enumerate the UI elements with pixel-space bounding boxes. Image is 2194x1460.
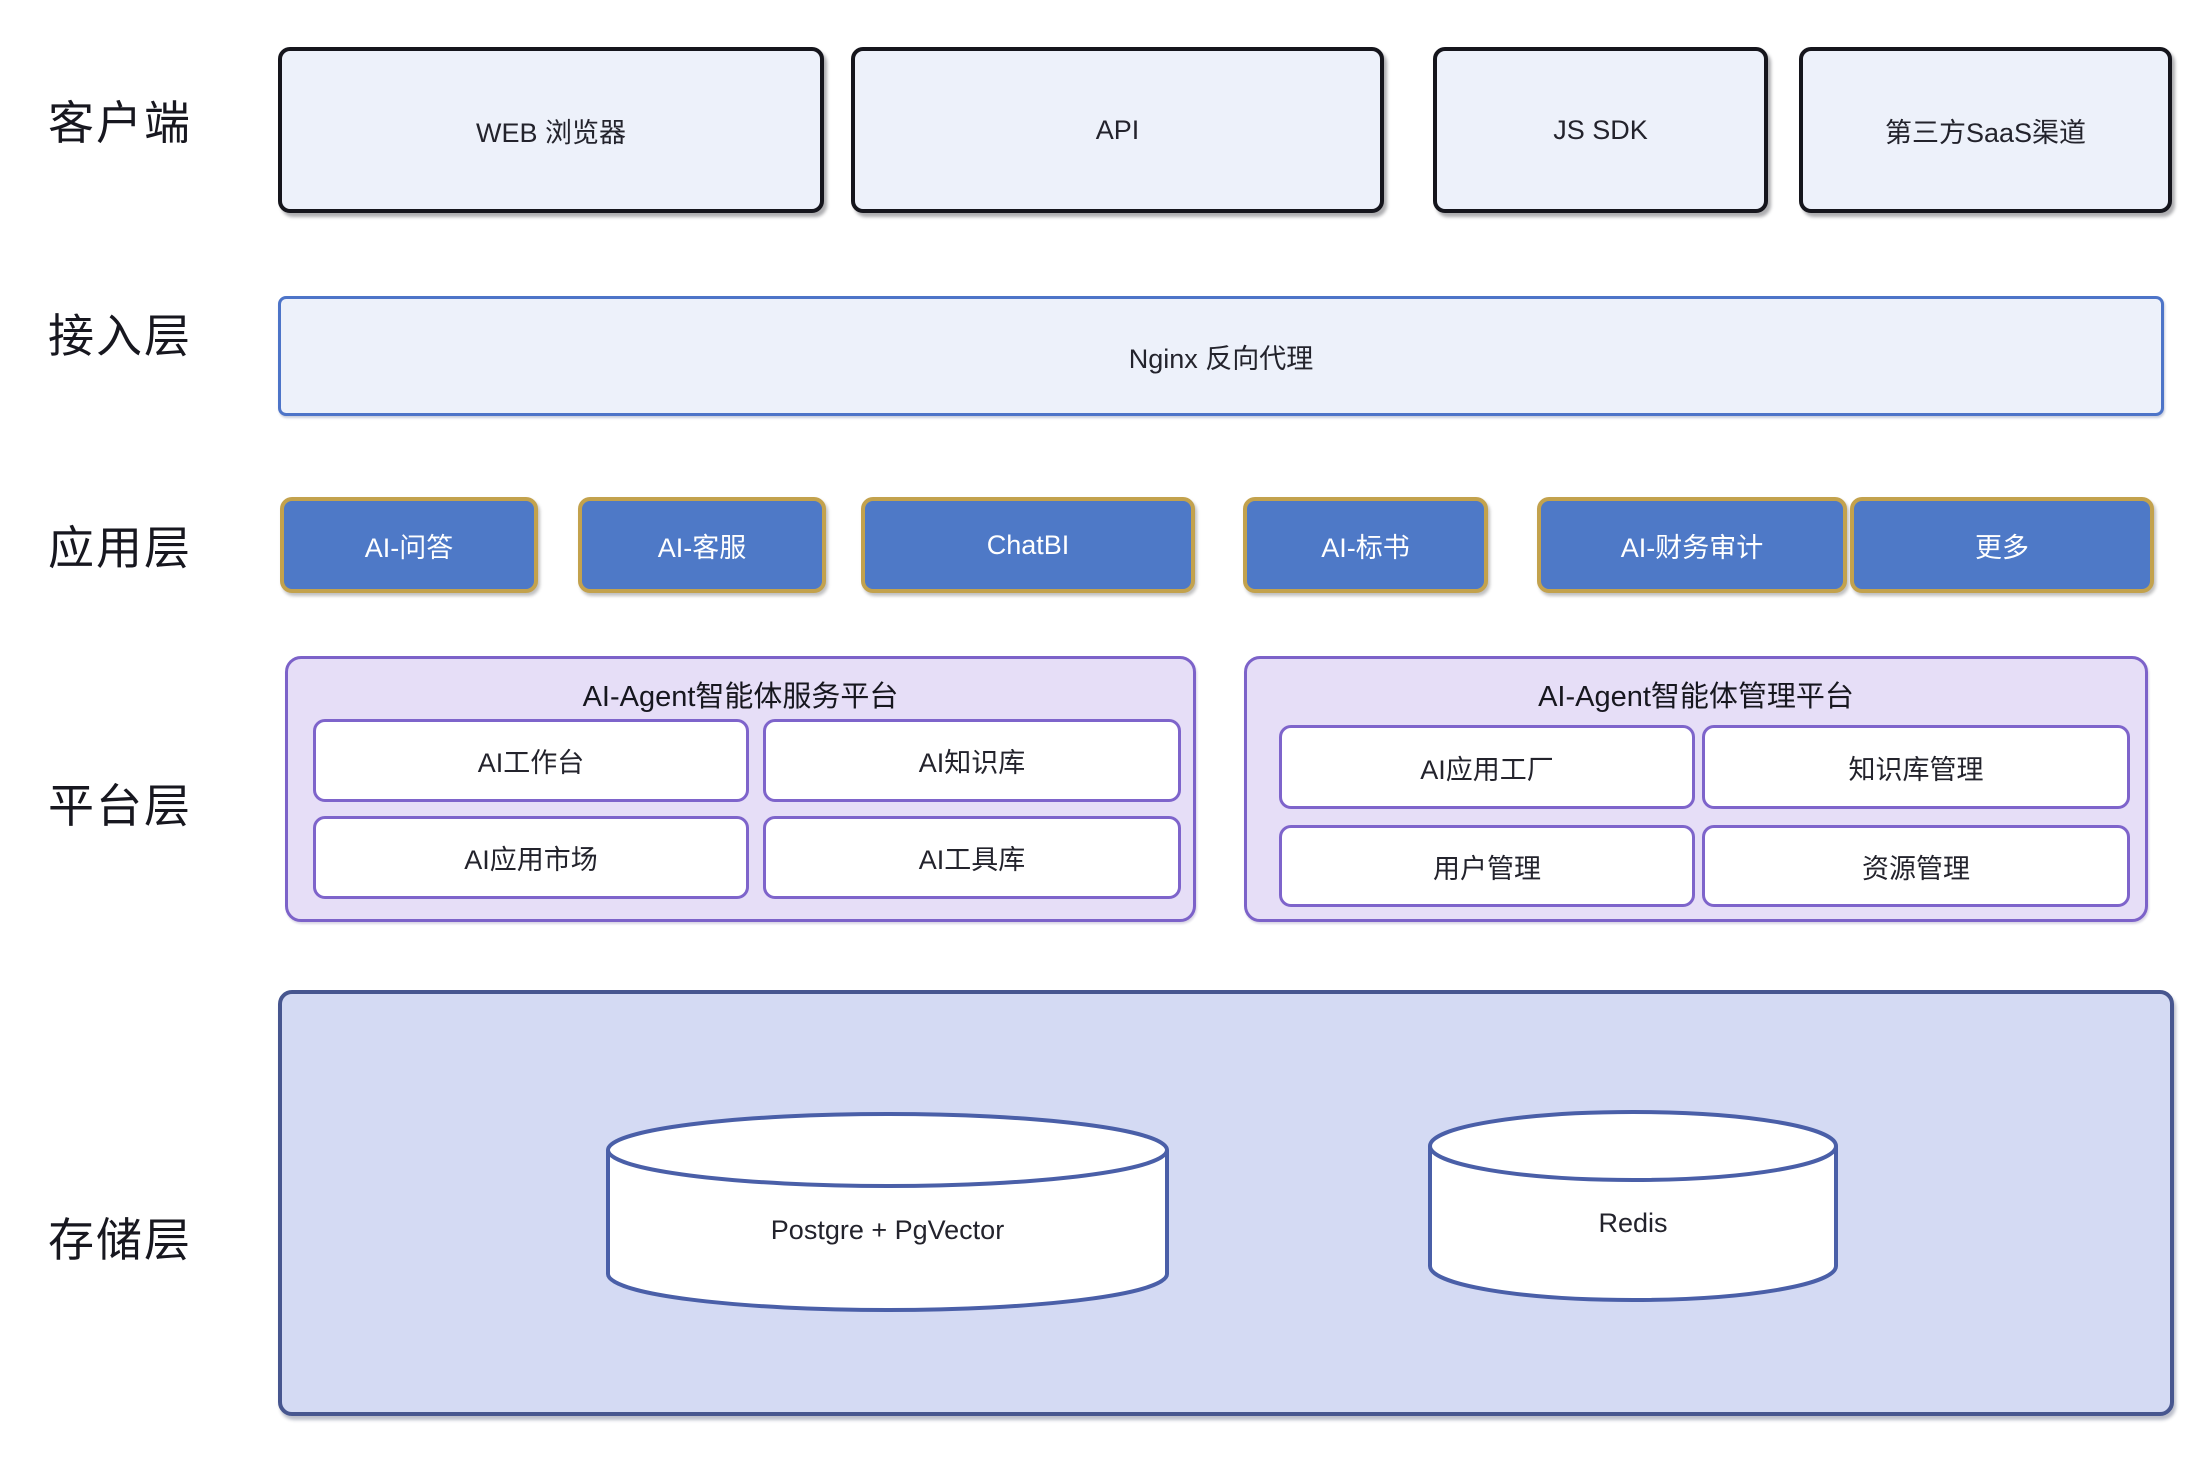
platform-item-knowledge-base-management: 知识库管理 bbox=[1702, 725, 2130, 809]
management-platform-container: AI-Agent智能体管理平台 AI应用工厂 知识库管理 用户管理 资源管理 bbox=[1244, 656, 2148, 922]
app-box-ai-qa: AI-问答 bbox=[280, 497, 538, 593]
service-platform-container: AI-Agent智能体服务平台 AI工作台 AI知识库 AI应用市场 AI工具库 bbox=[285, 656, 1196, 922]
app-box-ai-customer-service: AI-客服 bbox=[578, 497, 826, 593]
platform-item-ai-app-market: AI应用市场 bbox=[313, 816, 749, 899]
management-platform-title: AI-Agent智能体管理平台 bbox=[1538, 681, 1854, 713]
layer-label-storage: 存储层 bbox=[48, 1214, 192, 1266]
layer-label-client: 客户端 bbox=[48, 97, 192, 149]
service-platform-title: AI-Agent智能体服务平台 bbox=[582, 681, 899, 713]
client-box-saas-channel: 第三方SaaS渠道 bbox=[1799, 47, 2172, 213]
platform-item-resource-management: 资源管理 bbox=[1702, 825, 2130, 907]
platform-item-ai-workbench: AI工作台 bbox=[313, 719, 749, 802]
platform-item-user-management: 用户管理 bbox=[1279, 825, 1695, 907]
database-cylinder-redis: Redis bbox=[1427, 1108, 1839, 1306]
database-label-redis: Redis bbox=[1598, 1208, 1668, 1238]
app-box-ai-financial-audit: AI-财务审计 bbox=[1537, 497, 1847, 593]
database-cylinder-postgres: Postgre + PgVector bbox=[605, 1110, 1170, 1316]
database-cylinder-icon bbox=[1428, 1110, 1838, 1302]
app-box-chatbi: ChatBI bbox=[861, 497, 1195, 593]
layer-label-platform: 平台层 bbox=[48, 780, 192, 832]
layer-label-access: 接入层 bbox=[48, 310, 192, 362]
storage-layer-container bbox=[278, 990, 2174, 1416]
nginx-reverse-proxy-box: Nginx 反向代理 bbox=[278, 296, 2164, 416]
platform-item-ai-tool-library: AI工具库 bbox=[763, 816, 1181, 899]
client-box-api: API bbox=[851, 47, 1384, 213]
database-label-postgres: Postgre + PgVector bbox=[770, 1215, 1005, 1245]
app-box-ai-bidding: AI-标书 bbox=[1243, 497, 1488, 593]
client-box-js-sdk: JS SDK bbox=[1433, 47, 1768, 213]
client-box-web-browser: WEB 浏览器 bbox=[278, 47, 824, 213]
app-box-more: 更多 bbox=[1850, 497, 2154, 593]
platform-item-ai-knowledge-base: AI知识库 bbox=[763, 719, 1181, 802]
platform-item-ai-app-factory: AI应用工厂 bbox=[1279, 725, 1695, 809]
layer-label-application: 应用层 bbox=[48, 522, 192, 574]
database-cylinder-icon bbox=[606, 1112, 1169, 1312]
